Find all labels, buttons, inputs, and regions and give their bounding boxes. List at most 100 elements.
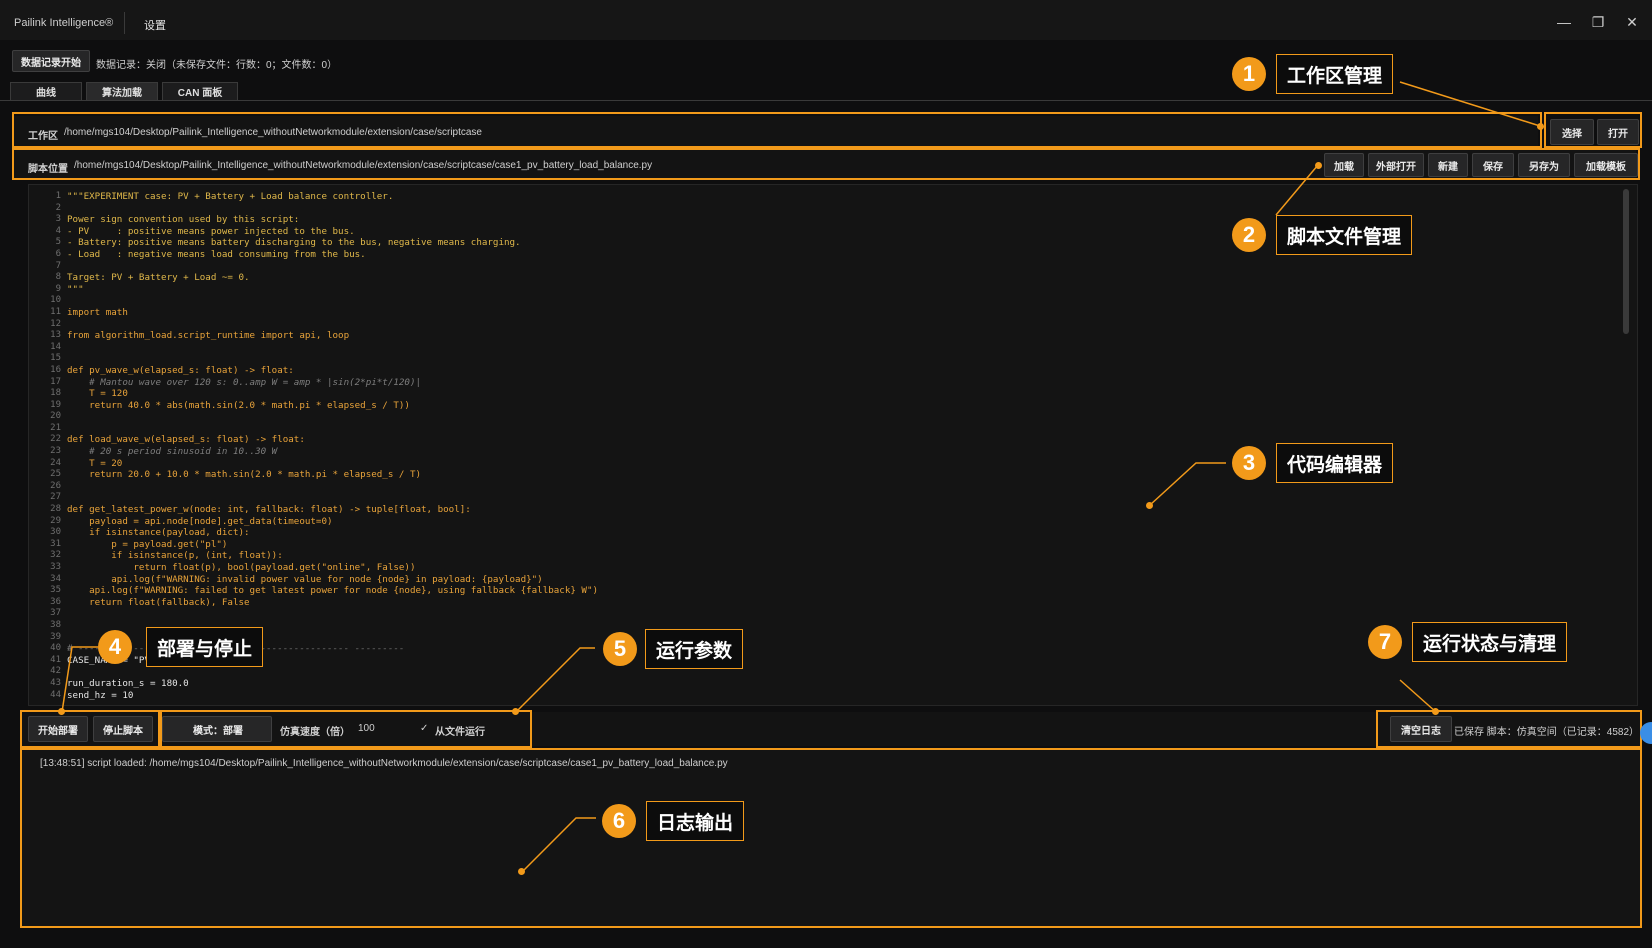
code-line: return float(fallback), False: [67, 596, 250, 608]
code-line: def get_latest_power_w(node: int, fallba…: [67, 504, 471, 516]
callout-badge-5: 5: [603, 632, 637, 666]
line-number: 26: [50, 480, 61, 491]
editor-scrollbar[interactable]: [1623, 189, 1629, 334]
code-line: return 40.0 * abs(math.sin(2.0 * math.pi…: [67, 399, 410, 411]
connector-7: [1399, 679, 1437, 713]
code-line: - PV : positive means power injected to …: [67, 225, 355, 237]
callout-badge-2: 2: [1232, 218, 1266, 252]
line-number: 6: [55, 248, 61, 259]
line-number: 30: [50, 527, 61, 538]
script-row: [14, 150, 1636, 178]
callout-label-6: 日志输出: [646, 801, 745, 841]
line-number: 32: [50, 550, 61, 561]
callout-dot-5: [512, 708, 519, 715]
speed-input[interactable]: 100: [358, 723, 375, 734]
minimize-icon[interactable]: —: [1557, 14, 1571, 30]
line-number: 21: [50, 422, 61, 433]
title-divider: [124, 12, 125, 34]
line-number: 1: [55, 191, 61, 201]
code-line: import math: [67, 306, 128, 318]
connector-5: [515, 647, 595, 713]
tab-curve[interactable]: 曲线: [10, 82, 82, 100]
record-start-button[interactable]: 数据记录开始: [12, 50, 90, 72]
code-line: api.log(f"WARNING: failed to get latest …: [67, 585, 599, 597]
code-line: if isinstance(p, (int, float)):: [67, 550, 283, 562]
line-number: 5: [55, 237, 61, 248]
callout-label-1: 工作区管理: [1276, 54, 1394, 94]
code-line: api.log(f"WARNING: invalid power value f…: [67, 573, 543, 585]
highlight-workspace: [12, 112, 1542, 148]
callout-label-5: 运行参数: [645, 629, 744, 669]
workspace-open-button[interactable]: 打开: [1597, 119, 1639, 145]
tab-can-panel[interactable]: CAN 面板: [162, 82, 238, 100]
script-path: /home/mgs104/Desktop/Pailink_Intelligenc…: [74, 160, 653, 171]
code-line: """: [67, 283, 84, 295]
callout-dot-4: [58, 708, 65, 715]
code-line: # 20 s period sinusoid in 10..30 W: [67, 446, 278, 458]
deploy-button[interactable]: 开始部署: [28, 716, 88, 742]
code-line: """EXPERIMENT case: PV + Battery + Load …: [67, 191, 394, 202]
line-number: 15: [50, 353, 61, 364]
code-line: Target: PV + Battery + Load ~= 0.: [67, 272, 250, 284]
line-number: 10: [50, 295, 61, 306]
tab-algorithm-load[interactable]: 算法加载: [86, 82, 158, 100]
code-line: T = 120: [67, 388, 128, 400]
code-line: def pv_wave_w(elapsed_s: float) -> float…: [67, 364, 294, 376]
save-button[interactable]: 保存: [1472, 153, 1514, 177]
stop-script-button[interactable]: 停止脚本: [93, 716, 153, 742]
line-number: 8: [55, 272, 61, 283]
menu-settings[interactable]: 设置: [144, 20, 166, 32]
line-number: 16: [50, 364, 61, 375]
code-line: p = payload.get("pl"): [67, 538, 228, 550]
connector-2: [1275, 164, 1319, 216]
code-line: run_duration_s = 180.0: [67, 677, 189, 689]
callout-badge-6: 6: [602, 804, 636, 838]
new-button[interactable]: 新建: [1428, 153, 1468, 177]
line-number: 31: [50, 538, 61, 549]
line-number: 4: [55, 225, 61, 236]
line-number: 17: [50, 376, 61, 387]
line-number: 22: [50, 434, 61, 445]
line-number: 36: [50, 596, 61, 607]
side-toggle-icon[interactable]: [1640, 722, 1652, 744]
controls-row: [20, 712, 1640, 746]
line-number: 3: [55, 214, 61, 225]
code-line: Power sign convention used by this scrip…: [67, 214, 300, 226]
line-number: 39: [50, 631, 61, 642]
code-line: return 20.0 + 10.0 * math.sin(2.0 * math…: [67, 469, 422, 481]
line-number: 19: [50, 399, 61, 410]
mode-select[interactable]: 模式：部署: [162, 716, 272, 742]
clear-log-button[interactable]: 清空日志: [1390, 716, 1452, 742]
restore-icon[interactable]: ❐: [1591, 14, 1605, 30]
run-from-file-label: 从文件运行: [435, 727, 485, 738]
line-number: 37: [50, 608, 61, 619]
workspace-path: /home/mgs104/Desktop/Pailink_Intelligenc…: [64, 127, 482, 138]
close-icon[interactable]: ✕: [1626, 14, 1638, 30]
code-content[interactable]: """EXPERIMENT case: PV + Battery + Load …: [67, 191, 1607, 701]
line-number: 35: [50, 585, 61, 596]
script-label: 脚本位置: [28, 164, 68, 175]
line-number: 28: [50, 504, 61, 515]
load-button[interactable]: 加载: [1324, 153, 1364, 177]
log-output[interactable]: [20, 750, 1640, 926]
callout-dot-6: [518, 868, 525, 875]
save-as-button[interactable]: 另存为: [1518, 153, 1570, 177]
line-number: 33: [50, 562, 61, 572]
run-from-file-checkbox[interactable]: ✓: [420, 723, 429, 734]
callout-badge-4: 4: [98, 630, 132, 664]
open-external-button[interactable]: 外部打开: [1368, 153, 1424, 177]
line-number: 42: [50, 666, 61, 677]
connector-3: [1149, 462, 1226, 506]
app-title: Pailink Intelligence®: [14, 17, 114, 29]
callout-label-7: 运行状态与清理: [1412, 622, 1568, 662]
load-template-button[interactable]: 加载模板: [1574, 153, 1638, 177]
line-number: 44: [50, 689, 61, 700]
workspace-select-button[interactable]: 选择: [1550, 119, 1594, 145]
callout-badge-1: 1: [1232, 57, 1266, 91]
line-number: 38: [50, 619, 61, 630]
tab-divider: [0, 100, 1652, 101]
code-line: from algorithm_load.script_runtime impor…: [67, 330, 350, 342]
code-line: T = 20: [67, 457, 123, 469]
speed-label: 仿真速度（倍）: [280, 727, 350, 738]
line-number: 13: [50, 330, 61, 341]
